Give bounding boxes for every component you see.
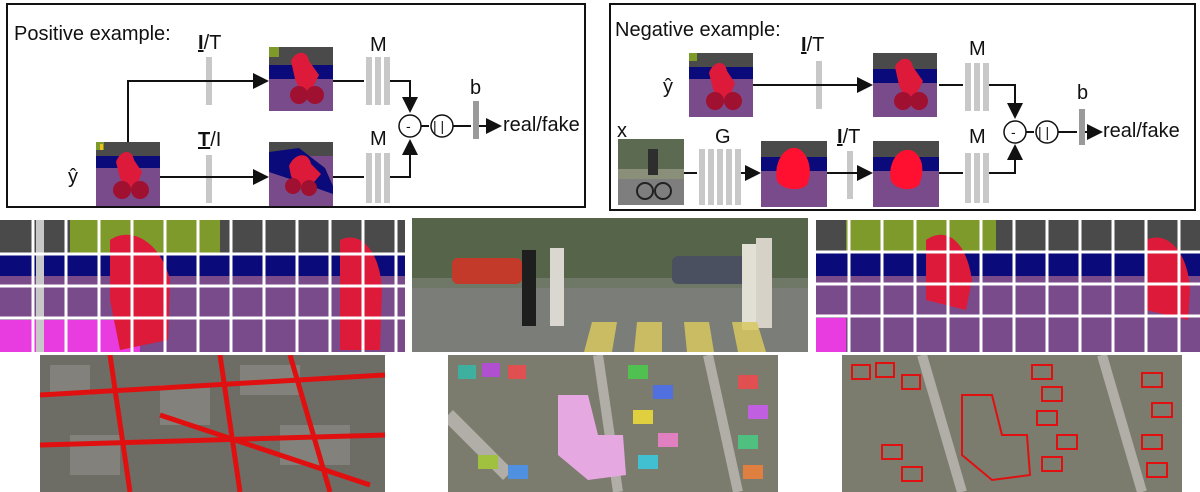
segmentation-grid-left — [0, 220, 405, 352]
b-label: b — [470, 77, 482, 99]
b-bar — [473, 101, 479, 139]
neg-minus-symbol: - — [1011, 124, 1016, 140]
g-label: G — [715, 126, 731, 148]
aerial-roads — [40, 355, 385, 492]
neg-m-label-top: M — [969, 38, 986, 60]
negative-title: Negative example: — [615, 19, 781, 41]
neg-b-label: b — [1077, 82, 1089, 104]
neg-m-label-bottom: M — [969, 126, 986, 148]
op-bottom-label: T/I — [198, 129, 222, 151]
aerial-buildings-colored — [448, 355, 778, 492]
negative-diagram — [618, 53, 1103, 207]
positive-diagram — [96, 47, 502, 206]
op-top-label: I/T — [198, 32, 222, 54]
neg-output-label: real/fake — [1103, 120, 1180, 142]
input-segmentation-image — [96, 142, 160, 206]
output-label: real/fake — [503, 114, 580, 136]
transform-bar-bottom — [206, 155, 212, 203]
aerial-buildings-outlined — [842, 355, 1182, 492]
street-photo — [412, 218, 808, 352]
neg-input-segmentation — [689, 53, 753, 117]
y-hat-label: ŷ — [68, 166, 78, 188]
m-label-top: M — [370, 34, 387, 56]
segmentation-grid-right — [816, 220, 1200, 352]
negative-example-panel: Negative example: — [609, 3, 1196, 211]
neg-bottom-warped-segmentation — [873, 141, 939, 207]
x-label: x — [617, 120, 627, 142]
generated-segmentation — [761, 141, 827, 207]
minus-symbol: - — [406, 118, 411, 134]
top-warped-segmentation — [269, 47, 333, 111]
positive-example-panel: Positive example: — [6, 3, 586, 208]
neg-op-bottom-label: I/T — [837, 126, 861, 148]
neg-op-top-label: I/T — [801, 34, 825, 56]
input-photo-x — [618, 139, 684, 205]
abs-symbol: | | — [433, 118, 445, 134]
bottom-warped-segmentation — [269, 142, 333, 206]
neg-abs-symbol: | | — [1038, 124, 1050, 140]
m-label-bottom: M — [370, 128, 387, 150]
neg-top-warped-segmentation — [873, 53, 937, 117]
positive-title: Positive example: — [14, 23, 171, 45]
neg-y-hat-label: ŷ — [663, 76, 673, 98]
